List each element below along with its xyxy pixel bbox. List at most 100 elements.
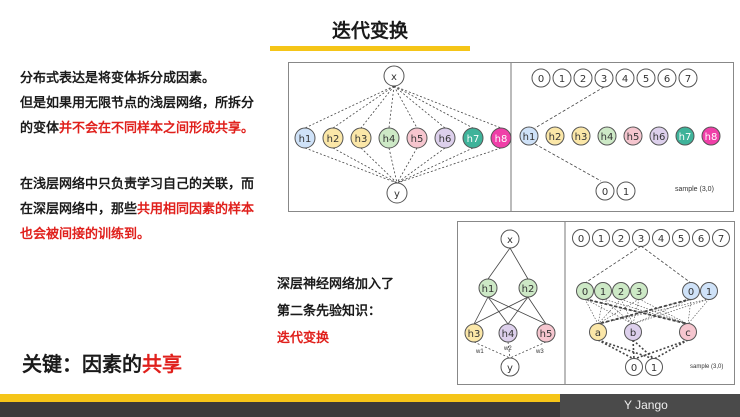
deep-mid-right-0	[682, 282, 700, 300]
deep-mid-bold-2	[597, 298, 692, 325]
deep-mid-right-1	[700, 282, 718, 300]
shallow-hidden-h8-label: h8	[495, 134, 508, 145]
p2-line2-red: 共用相同因素的样本	[137, 202, 255, 217]
deep-mid-edge-5-1	[632, 298, 710, 325]
deep-edge-h1-h5	[487, 296, 547, 325]
shallow-hidden-h5	[406, 127, 428, 149]
page-title: 迭代变换	[331, 20, 408, 42]
deep-layer1-h2	[518, 278, 538, 298]
shallow-edge-y-h1	[304, 147, 398, 184]
deep-layer1-h1-label: h1	[482, 284, 495, 295]
shallow-digit-4-label: 4	[622, 74, 628, 85]
shallow-digit-5-label: 5	[643, 74, 649, 85]
shallow-hidden-h6	[434, 127, 456, 149]
deep-edge-h2-h3	[473, 296, 529, 325]
shallow-out-digit-1-label: 1	[623, 187, 629, 198]
shallow-hidden-h7-label: h7	[467, 134, 480, 145]
deep-layer2-h4	[498, 323, 518, 343]
shallow-right-hidden-h2	[545, 126, 565, 146]
deep-output-node-label: y	[507, 363, 513, 374]
shallow-right-hidden-h4	[597, 126, 617, 146]
p1-line3-red: 并不会在不同样本之间形成共享。	[59, 121, 255, 136]
shallow-right-hidden-h6	[649, 126, 669, 146]
deep-edge-h1-h4	[487, 296, 509, 325]
shallow-edge-x-h4	[388, 85, 395, 129]
deep-digit-4-label: 4	[658, 234, 664, 245]
deep-out-edge-0-1	[597, 339, 655, 360]
shallow-right-hidden-h7	[675, 126, 695, 146]
shallow-right-hidden-h3-label: h3	[575, 132, 588, 143]
shallow-digit-3-label: 3	[601, 74, 607, 85]
deep-mid-edge-0-1	[584, 298, 634, 325]
deep-edge-x-h1	[487, 247, 511, 280]
deep-mid-left-1-label: 1	[600, 287, 606, 298]
deep-weight-w2: w2	[503, 346, 512, 352]
shallow-out-digit-1	[616, 181, 636, 201]
deep-mid-edge-0-2	[584, 298, 689, 325]
deep-out-edge-0-0	[597, 339, 635, 360]
shallow-edge-y-h5	[396, 147, 418, 184]
deep-digit-0	[572, 229, 590, 247]
deep-layer2-h4-label: h4	[502, 329, 515, 340]
shallow-digit-6-label: 6	[664, 74, 670, 85]
deep-mid-left-0	[576, 282, 594, 300]
key-statement: 关键：因素的共享	[22, 348, 182, 377]
shallow-hidden-h6-label: h6	[439, 134, 452, 145]
deep-layer2-h3	[464, 323, 484, 343]
deep-edge-h2-h4	[507, 296, 529, 325]
shallow-right-hidden-h5	[623, 126, 643, 146]
deep-mid-edge-2-2	[620, 298, 689, 325]
shallow-right-hidden-h8	[701, 126, 721, 146]
shallow-input-node-label: x	[391, 72, 397, 83]
deep-factor-a	[589, 323, 607, 341]
shallow-digit-1	[552, 68, 572, 88]
deep-mid-left-2-label: 2	[618, 287, 624, 298]
deep-mid-edge-2-1	[620, 298, 634, 325]
shallow-digit-7-label: 7	[685, 74, 691, 85]
deep-digit-5	[672, 229, 690, 247]
p2-line1: 在浅层网络中只负责学习自己的关联，而	[20, 177, 255, 192]
shallow-edge-x-h3	[360, 85, 395, 129]
deep-mid-left-1	[594, 282, 612, 300]
deep-mid-left-3-label: 3	[636, 287, 642, 298]
shallow-output-node-label: y	[394, 189, 400, 200]
deep-mid-edge-5-2	[687, 298, 710, 325]
deep-out-digit-1-label: 1	[651, 363, 657, 374]
deep-sample-label: sample (3,0)	[690, 364, 723, 370]
deep-edge-x-h2	[509, 247, 529, 280]
deep-digit-7-label: 7	[718, 234, 724, 245]
shallow-hidden-h4-label: h4	[383, 134, 396, 145]
key-red: 共享	[142, 352, 182, 376]
deep-mid-left-0-label: 0	[582, 287, 588, 298]
deep-digit-4	[652, 229, 670, 247]
shallow-out-digit-0-label: 0	[602, 187, 608, 198]
deep-mid-left-2	[612, 282, 630, 300]
shallow-digit-4	[615, 68, 635, 88]
deep-edge-h2-h5	[527, 296, 547, 325]
shallow-input-node	[383, 65, 405, 87]
deep-out-digit-0	[625, 358, 643, 376]
deep-out-edge-2-1	[653, 339, 689, 360]
shallow-hidden-h3-label: h3	[355, 134, 368, 145]
deep-out-edge-1-0	[632, 339, 635, 360]
shallow-hidden-h2	[322, 127, 344, 149]
shallow-hidden-h1-label: h1	[299, 134, 312, 145]
p3-line1: 深层神经网络加入了	[277, 277, 395, 292]
p3-line3-red: 迭代变换	[277, 331, 330, 346]
deep-factor-a-label: a	[595, 328, 601, 339]
shallow-edge-x-h6	[393, 85, 446, 129]
deep-weight-w3: w3	[535, 349, 544, 355]
shallow-output-node	[386, 182, 408, 204]
deep-factor-c-label: c	[685, 328, 691, 339]
shallow-right-hidden-h6-label: h6	[653, 132, 666, 143]
shallow-out-digit-0	[595, 181, 615, 201]
deep-mid-right-0-label: 0	[688, 287, 694, 298]
shallow-hidden-h2-label: h2	[327, 134, 340, 145]
deep-layer2-h5-label: h5	[540, 329, 553, 340]
deep-digit-1	[592, 229, 610, 247]
deep-mid-edge-2-0	[597, 298, 622, 325]
deep-input-node-label: x	[507, 235, 513, 246]
shallow-right-hidden-h8-label: h8	[705, 132, 718, 143]
deep-digit-2	[612, 229, 630, 247]
deep-digit-3-label: 3	[638, 234, 644, 245]
